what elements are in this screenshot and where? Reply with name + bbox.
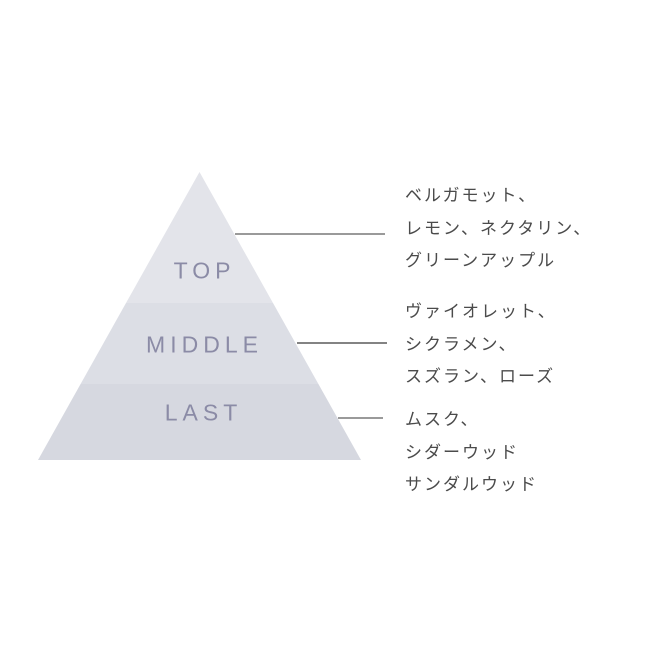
- tier-label-top: TOP: [173, 257, 236, 284]
- pyramid-last-tier-shape: [38, 384, 361, 460]
- top-notes-text: ベルガモット、 レモン、ネクタリン、 グリーンアップル: [405, 180, 635, 278]
- tier-label-middle: MIDDLE: [146, 331, 263, 358]
- last-notes-line-3: サンダルウッド: [405, 475, 538, 494]
- pyramid-top-tier-shape: [126, 172, 273, 303]
- middle-notes-line-1: ヴァイオレット、: [405, 302, 557, 321]
- last-notes-line-2: シダーウッド: [405, 442, 519, 462]
- middle-notes-line-3: スズラン、ローズ: [405, 367, 556, 386]
- last-notes-text: ムスク、 シダーウッド サンダルウッド: [405, 404, 635, 502]
- top-notes-line-2: レモン、ネクタリン、: [405, 218, 593, 238]
- middle-notes-text: ヴァイオレット、 シクラメン、 スズラン、ローズ: [405, 296, 635, 394]
- pyramid-middle-tier-shape: [80, 303, 319, 384]
- middle-notes-line-2: シクラメン、: [405, 334, 518, 354]
- tier-label-last: LAST: [164, 399, 243, 426]
- top-notes-line-1: ベルガモット、: [405, 186, 538, 205]
- top-notes-line-3: グリーンアップル: [405, 251, 557, 270]
- last-notes-line-1: ムスク、: [405, 410, 480, 429]
